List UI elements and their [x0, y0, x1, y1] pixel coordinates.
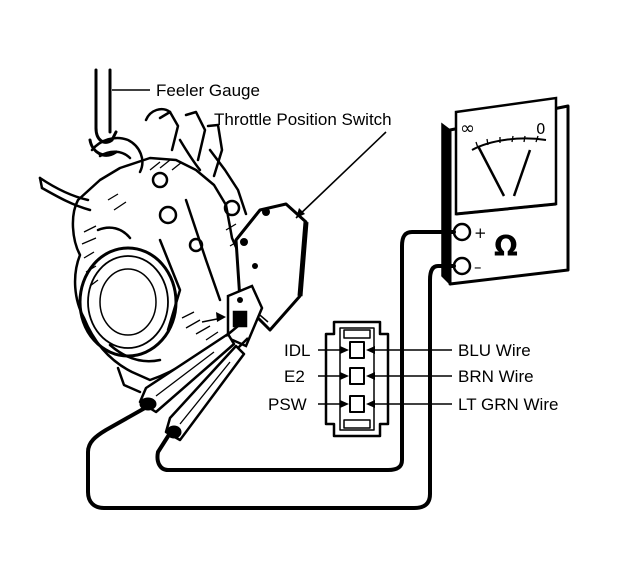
terminal-label-arrows-left	[318, 346, 349, 408]
positive-test-lead	[155, 230, 456, 472]
meter-minus-sign: –	[474, 258, 482, 276]
tps-leader-arrowhead	[296, 208, 305, 218]
meter-scale-zero: 0	[536, 120, 546, 138]
feeler-gauge-label: Feeler Gauge	[156, 81, 260, 100]
psw-label: PSW	[268, 395, 307, 414]
tps-leader-line	[295, 131, 387, 219]
test-probes	[138, 325, 249, 442]
meter-needle-right	[512, 149, 532, 197]
wire-label-arrows-right	[366, 346, 452, 408]
idl-label: IDL	[284, 341, 310, 360]
ohm-symbol: Ω	[494, 230, 518, 263]
terminal-connector-detail	[324, 320, 390, 438]
blu-wire-label: BLU Wire	[458, 341, 531, 360]
connector-pointer-arrow	[201, 312, 226, 323]
throttle-body-shading	[81, 159, 241, 341]
negative-test-lead	[86, 264, 456, 510]
meter-needle-left	[476, 145, 506, 197]
throttle-body	[38, 108, 254, 394]
switch-mount-screws	[240, 208, 270, 269]
e2-label: E2	[284, 367, 305, 386]
meter-plus-jack	[452, 222, 472, 242]
tps-label: Throttle Position Switch	[214, 110, 392, 129]
terminal-idl	[349, 341, 365, 359]
terminal-psw	[349, 395, 365, 413]
ohmmeter: ∞ 0 + – Ω	[441, 96, 570, 286]
meter-plus-sign: +	[474, 224, 487, 242]
meter-scale-infinity: ∞	[460, 118, 475, 139]
brn-wire-label: BRN Wire	[458, 367, 534, 386]
switch-connector	[226, 284, 264, 348]
feeler-gauge	[88, 68, 118, 157]
terminal-e2	[349, 367, 365, 385]
lt-grn-wire-label: LT GRN Wire	[458, 395, 558, 414]
meter-minus-jack	[452, 256, 472, 276]
